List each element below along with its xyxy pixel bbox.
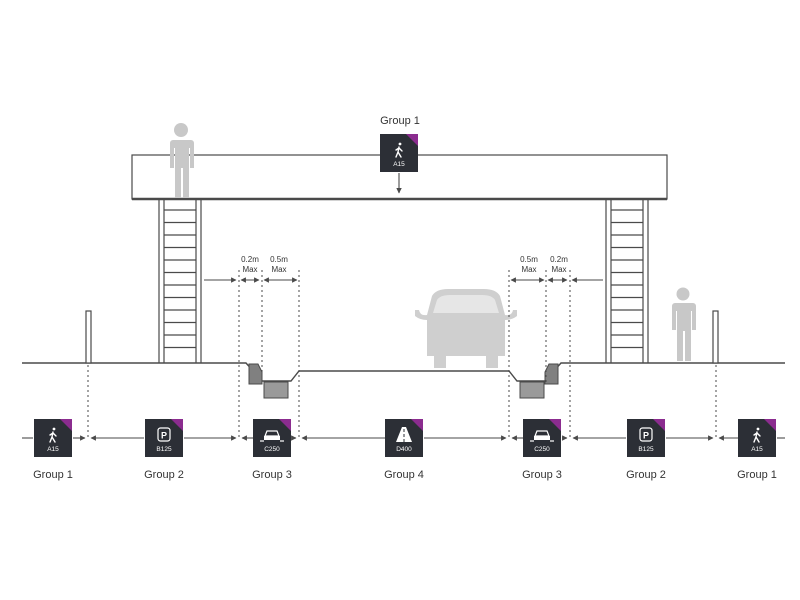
zone-group-label: Group 3 <box>252 469 292 481</box>
zone-group-label: Group 1 <box>737 469 777 481</box>
pedestrian-icon <box>753 427 761 443</box>
zone-group-label: Group 2 <box>626 469 666 481</box>
zone-group-label: Group 1 <box>33 469 73 481</box>
bollard-right <box>712 310 719 364</box>
right-ladder <box>605 199 649 363</box>
zone-code: C250 <box>264 446 280 453</box>
pedestrian-icon <box>49 427 57 443</box>
zone-badge: P B125 <box>145 419 183 457</box>
top-sign-code: A15 <box>393 161 405 168</box>
zone-badge: D400 <box>385 419 423 457</box>
person-on-bridge <box>170 123 194 198</box>
zone-code: A15 <box>751 446 763 453</box>
zone-badge: A15 <box>738 419 776 457</box>
clearance-left-a-sub: Max <box>242 265 257 274</box>
zone-code: D400 <box>396 446 412 453</box>
zone-code: B125 <box>156 446 172 453</box>
clearance-right-a-sub: Max <box>521 265 536 274</box>
clearance-right-a: 0.5m <box>520 255 538 264</box>
ground-profile <box>22 362 785 382</box>
pedestrian-icon <box>395 142 403 158</box>
zone-code: C250 <box>534 446 550 453</box>
svg-text:P: P <box>643 431 649 441</box>
zone-badge: C250 <box>253 419 291 457</box>
clearance-labels-right: 0.5m Max 0.2m Max <box>520 255 568 274</box>
svg-text:P: P <box>161 431 167 441</box>
zone-group-label: Group 4 <box>384 469 424 481</box>
dotted-guides <box>87 270 717 438</box>
road-icon <box>396 427 412 442</box>
car-icon <box>415 289 517 368</box>
clearance-left-b-sub: Max <box>271 265 286 274</box>
clearance-right-b-sub: Max <box>551 265 566 274</box>
car-kerb-icon <box>530 430 554 442</box>
bollard-left <box>85 310 92 364</box>
clearance-left-a: 0.2m <box>241 255 259 264</box>
clearance-labels-left: 0.2m Max 0.5m Max <box>241 255 288 274</box>
parking-icon: P <box>639 427 653 442</box>
parking-icon: P <box>157 427 171 442</box>
person-on-ground <box>672 287 696 361</box>
top-sign-badge: A15 <box>380 134 418 172</box>
zone-badge: A15 <box>34 419 72 457</box>
zone-badge: P B125 <box>627 419 665 457</box>
top-sign-group-label: Group 1 <box>380 115 420 127</box>
zone-badge: C250 <box>523 419 561 457</box>
car-kerb-icon <box>260 430 284 442</box>
clearance-right-b: 0.2m <box>550 255 568 264</box>
zone-code: B125 <box>638 446 654 453</box>
zone-group-label: Group 3 <box>522 469 562 481</box>
clearance-left-b: 0.5m <box>270 255 288 264</box>
left-ladder <box>158 199 202 363</box>
zone-code: A15 <box>47 446 59 453</box>
kerb-blocks <box>248 363 559 399</box>
zone-group-label: Group 2 <box>144 469 184 481</box>
